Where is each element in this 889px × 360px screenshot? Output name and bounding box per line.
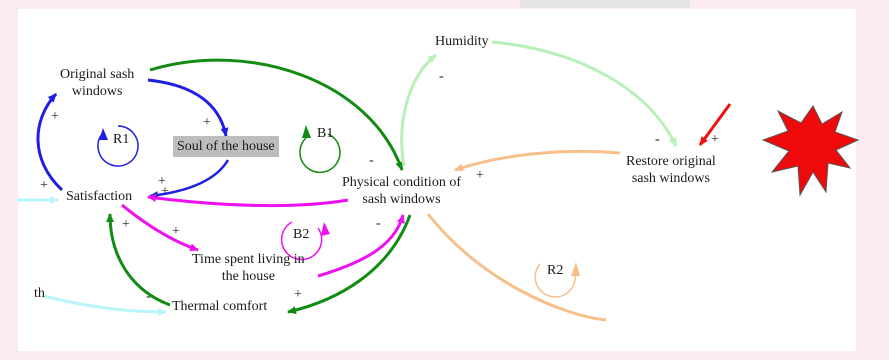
loop-arrowhead-r1 (99, 128, 108, 140)
node-original-sash-line1: Original sash (60, 67, 135, 82)
link-satisfaction-to-time (121, 203, 199, 252)
sign-minus-thermal: - (146, 289, 151, 304)
loop-arc-b1 (299, 133, 341, 174)
link-th-to-thermal (43, 294, 167, 316)
top-divider (520, 0, 690, 8)
sign-plus-satisfaction-original: + (51, 109, 59, 124)
link-external-to-restore (698, 103, 732, 146)
node-time-line2: the house (221, 269, 275, 284)
node-soul-of-the-house: Soul of the house (173, 136, 279, 157)
node-humidity: Humidity (435, 34, 489, 49)
link-satisfaction-to-original (36, 92, 64, 192)
node-physical-condition: Physical condition of sash windows (342, 174, 461, 208)
node-cut-left: th (34, 286, 45, 301)
link-physical-to-thermal (287, 214, 412, 315)
node-original-sash-windows: Original sash windows (60, 66, 134, 100)
sign-plus-physical-tail: + (476, 168, 484, 183)
loop-label-b1: B1 (317, 126, 334, 141)
loop-label-r1: R1 (113, 132, 130, 147)
node-restore-original: Restore original sash windows (626, 153, 716, 187)
sign-plus-soul-satisfaction-2: + (161, 184, 169, 199)
diagram-panel (18, 9, 856, 351)
loop-arrowhead-r2 (571, 262, 580, 276)
sign-minus-physical-top: - (369, 153, 374, 168)
loop-arc-b2 (280, 221, 323, 261)
link-time-to-physical (317, 214, 405, 278)
link-original-to-soul (147, 78, 229, 137)
link-restore-to-physical (454, 149, 621, 172)
link-physical-to-r2 (426, 213, 607, 322)
loop-label-b2: B2 (293, 227, 310, 242)
sign-minus-restore: - (655, 132, 660, 147)
explosion-star-icon (761, 105, 860, 197)
node-satisfaction: Satisfaction (66, 189, 133, 204)
loop-arc-r1 (97, 125, 139, 167)
sign-plus-original-soul: + (203, 115, 211, 130)
sign-minus-humidity: - (439, 69, 444, 84)
link-humidity-to-restore (491, 40, 678, 147)
loop-arc-r2 (534, 263, 576, 298)
link-soul-to-satisfaction (149, 159, 230, 200)
sign-minus-physical-bottom: - (376, 216, 381, 231)
sign-plus-satisfaction-left: + (40, 178, 48, 193)
sign-plus-satisfaction-time-a: + (122, 217, 130, 232)
link-physical-to-satisfaction (147, 194, 349, 208)
sign-plus-restore-red: + (711, 132, 719, 147)
sign-plus-satisfaction-time-b: + (172, 224, 180, 239)
loop-arrowhead-b2 (321, 222, 330, 236)
link-thermal-to-satisfaction (106, 213, 171, 307)
node-restore-line1: Restore original (626, 154, 716, 169)
node-time-line1: Time spent living in (192, 252, 305, 267)
node-restore-line2: sash windows (631, 171, 710, 186)
sign-plus-thermal: + (294, 287, 302, 302)
node-original-sash-line2: windows (71, 84, 123, 99)
loop-arrowhead-b1 (302, 125, 311, 138)
link-original-to-physical (149, 58, 404, 171)
node-thermal-comfort: Thermal comfort (172, 299, 268, 314)
node-physical-line2: sash windows (362, 192, 441, 207)
link-physical-to-humidity (400, 53, 437, 167)
node-physical-line1: Physical condition of (342, 175, 461, 190)
node-time-spent: Time spent living in the house (192, 251, 305, 285)
sign-plus-soul-satisfaction-1: + (158, 174, 166, 189)
loop-label-r2: R2 (547, 263, 564, 278)
